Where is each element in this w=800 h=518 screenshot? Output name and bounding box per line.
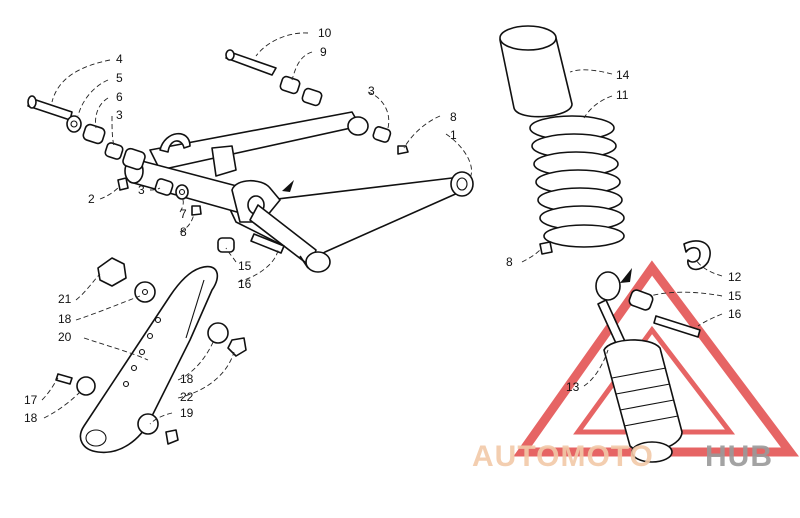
bushing-3-top	[301, 87, 323, 107]
a-arm-assembly	[124, 111, 474, 273]
coil-spring-11	[529, 115, 625, 248]
callout-11: 11	[616, 88, 629, 102]
upper-right-bushing	[347, 116, 369, 136]
washer-7-hole	[178, 188, 186, 196]
callout-3: 3	[116, 108, 123, 122]
callout-8: 8	[506, 255, 513, 269]
callout-3: 3	[138, 183, 145, 197]
washer-18-right	[207, 322, 229, 344]
lower-axle-pin	[299, 255, 309, 269]
wing-nut-22	[227, 337, 247, 357]
washer-5	[66, 115, 82, 133]
callout-labels: 10 9 3 4 5 6 3 8 1 2 3 7 8 15 16 21 18 2…	[24, 26, 742, 425]
callout-22: 22	[180, 390, 194, 404]
callout-14: 14	[616, 68, 630, 82]
bolt-16-right	[653, 315, 701, 338]
limiter-strap-20	[79, 265, 219, 454]
a-arm-hardware	[27, 49, 409, 254]
limiter-strap-assembly	[55, 257, 247, 454]
nut-8-top	[397, 145, 409, 155]
bolt-16-left	[250, 233, 285, 254]
callout-8: 8	[180, 225, 187, 239]
callout-18: 18	[180, 372, 194, 386]
bolt-17	[55, 373, 73, 385]
strap-hole-2	[146, 332, 154, 340]
washer-18-left	[76, 376, 96, 396]
shock-bottom-eye	[631, 441, 673, 463]
callout-16: 16	[238, 277, 252, 291]
bump-stop-top	[499, 25, 557, 51]
callout-19: 19	[180, 406, 194, 420]
watermark-text-automoto: AUTOMOTO	[472, 440, 654, 473]
a-arm-bracket	[159, 132, 191, 153]
bushing-15-right	[628, 289, 654, 311]
callout-15: 15	[238, 259, 252, 273]
strap-hole-1	[154, 316, 162, 324]
bushing-3-left	[104, 142, 124, 160]
callout-13: 13	[566, 380, 580, 394]
strap-hole-3	[138, 348, 146, 356]
a-arm-gusset	[211, 145, 237, 177]
callout-4: 4	[116, 52, 123, 66]
lower-axle-end	[305, 251, 331, 273]
a-arm-right-bushing-bore	[456, 177, 468, 191]
callout-7: 7	[180, 207, 187, 221]
callout-9: 9	[320, 45, 327, 59]
callout-17: 17	[24, 393, 38, 407]
bushing-9	[279, 75, 301, 95]
washer-5-hole	[70, 120, 78, 128]
bolt-4-head	[27, 95, 37, 109]
callout-18: 18	[58, 312, 72, 326]
nut-8-right	[539, 241, 553, 255]
watermark-text-hub: HUB	[705, 440, 773, 473]
washer-18-top	[134, 281, 156, 303]
bushing-6	[82, 123, 106, 145]
strap-end-eye	[85, 429, 107, 447]
shock-top-eye	[595, 271, 621, 301]
callout-20: 20	[58, 330, 72, 344]
callout-16: 16	[728, 307, 742, 321]
nut-8-mid	[191, 205, 202, 216]
retainer-clip-12	[683, 240, 711, 271]
a-arm-right-bushing	[450, 171, 474, 197]
callout-15: 15	[728, 289, 742, 303]
nut-19	[165, 429, 179, 445]
pointer-arrow-right	[620, 268, 632, 283]
callout-8: 8	[450, 110, 457, 124]
grease-fitting-2	[117, 177, 129, 191]
strap-hole-4	[130, 364, 138, 372]
washer-18-bottom	[137, 413, 159, 435]
callout-18: 18	[24, 411, 38, 425]
washer-7	[175, 184, 189, 200]
bushing-15-left	[217, 237, 235, 253]
callout-3: 3	[368, 84, 375, 98]
bolt-10-head	[225, 49, 235, 61]
callout-21: 21	[58, 292, 72, 306]
callout-5: 5	[116, 71, 123, 85]
callout-10: 10	[318, 26, 332, 40]
callout-1: 1	[450, 128, 457, 142]
leader-lines	[41, 32, 723, 425]
callout-12: 12	[728, 270, 742, 284]
strap-hole-5	[122, 380, 130, 388]
strap-edge	[185, 279, 205, 339]
callout-2: 2	[88, 192, 95, 206]
bushing-left-main	[122, 147, 146, 171]
bushing-3-mid	[154, 178, 174, 196]
bushing-3-right	[372, 126, 392, 143]
shock-body-ribs	[611, 367, 679, 427]
shock-absorber-assembly	[499, 25, 711, 463]
pointer-arrow-left	[282, 180, 294, 192]
callout-6: 6	[116, 90, 123, 104]
knob-21	[97, 257, 127, 287]
washer-18-top-hole	[141, 288, 149, 296]
